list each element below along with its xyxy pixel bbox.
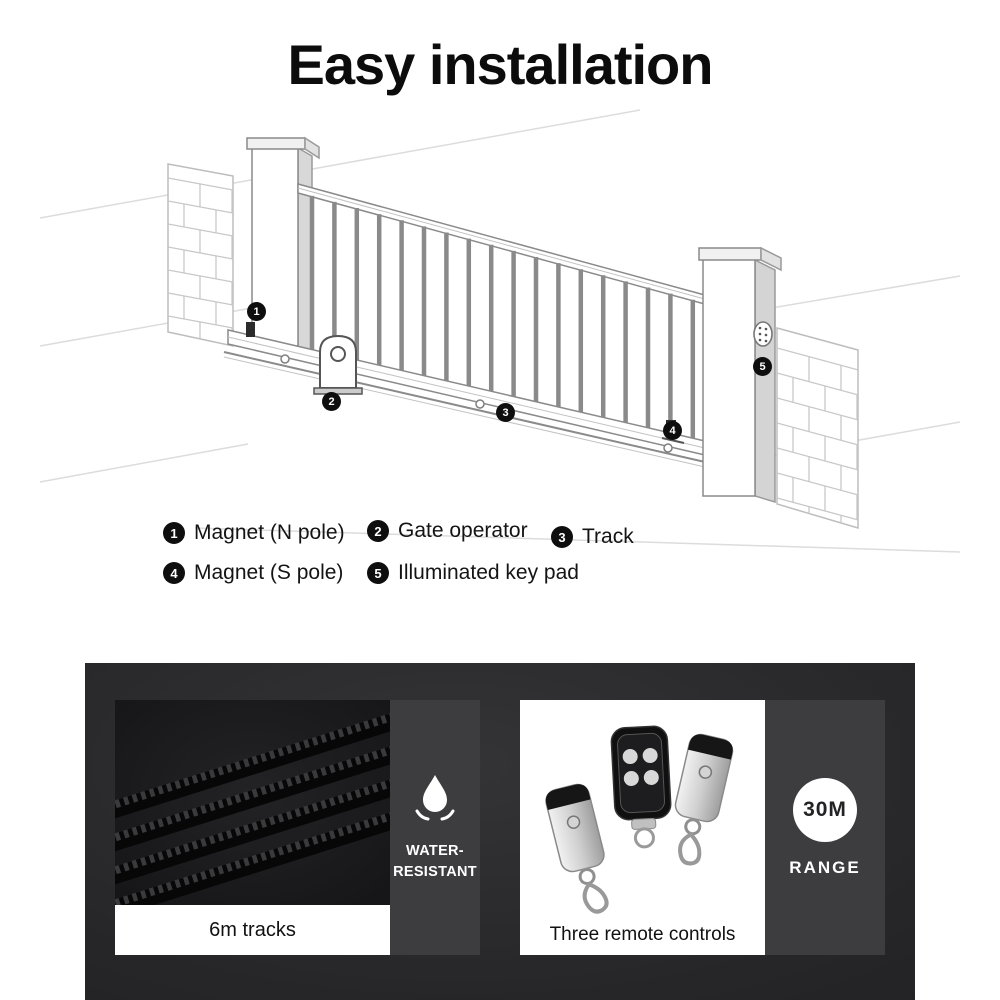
remote-left <box>545 783 609 914</box>
legend-num-4: 4 <box>163 562 185 584</box>
gate-diagram-drawing <box>39 109 961 553</box>
tracks-image <box>115 700 390 905</box>
legend-item-magnet-s: 4 Magnet (S pole) <box>163 561 343 585</box>
left-pillar <box>246 136 320 354</box>
right-pillar <box>698 246 782 504</box>
legend-item-gate-operator: 2 Gate operator <box>367 519 528 543</box>
range-value: 30M <box>803 797 847 821</box>
page-title: Easy installation <box>287 33 714 96</box>
callout-5: 5 <box>753 357 772 376</box>
legend-label-2: Gate operator <box>398 519 528 542</box>
legend-label-1: Magnet (N pole) <box>194 521 345 544</box>
water-drop-icon <box>415 775 455 821</box>
legend-num-1: 1 <box>163 522 185 544</box>
legend-num-5: 5 <box>367 562 389 584</box>
legend-label-4: Magnet (S pole) <box>194 561 344 584</box>
remote-controls-drawing <box>545 725 734 914</box>
water-resistant-line1: WATER- <box>406 843 464 860</box>
tracks-card: 6m tracks WATER- RESISTANT <box>115 700 480 955</box>
magnet-n <box>246 322 255 337</box>
right-brick-wall <box>776 327 859 530</box>
gate-installation-diagram: 1 2 3 4 5 <box>0 100 1000 570</box>
legend-label-5: Illuminated key pad <box>398 561 579 584</box>
range-label: RANGE <box>789 857 861 877</box>
range-badge: 30M RANGE <box>765 700 885 955</box>
water-resistant-label: WATER- RESISTANT <box>393 841 477 882</box>
sliding-gate <box>223 183 741 476</box>
features-section: 6m tracks WATER- RESISTANT <box>85 663 915 1000</box>
legend-num-3: 3 <box>551 526 573 548</box>
keypad <box>753 321 773 347</box>
legend-num-2: 2 <box>367 520 389 542</box>
range-value-circle: 30M <box>793 777 857 842</box>
callout-4: 4 <box>663 421 682 440</box>
remotes-caption: Three remote controls <box>549 924 736 945</box>
remotes-card: Three remote controls 30M RANGE <box>520 700 885 955</box>
callout-2: 2 <box>322 392 341 411</box>
callout-1: 1 <box>247 302 266 321</box>
legend-item-magnet-n: 1 Magnet (N pole) <box>163 521 345 545</box>
legend-label-3: Track <box>582 525 634 548</box>
gate-wheels <box>280 354 673 453</box>
gate-operator <box>313 334 363 395</box>
callout-3: 3 <box>496 403 515 422</box>
legend-item-keypad: 5 Illuminated key pad <box>367 561 579 585</box>
remotes-image: Three remote controls <box>520 700 765 955</box>
remote-center <box>610 725 672 849</box>
water-resistant-line2: RESISTANT <box>393 863 477 880</box>
remote-right <box>674 733 734 866</box>
tracks-caption: 6m tracks <box>115 905 390 955</box>
water-resistant-badge: WATER- RESISTANT <box>390 700 480 955</box>
gear-racks-drawing <box>115 713 390 905</box>
legend-item-track: 3 Track <box>551 525 634 549</box>
left-brick-wall <box>167 163 234 347</box>
